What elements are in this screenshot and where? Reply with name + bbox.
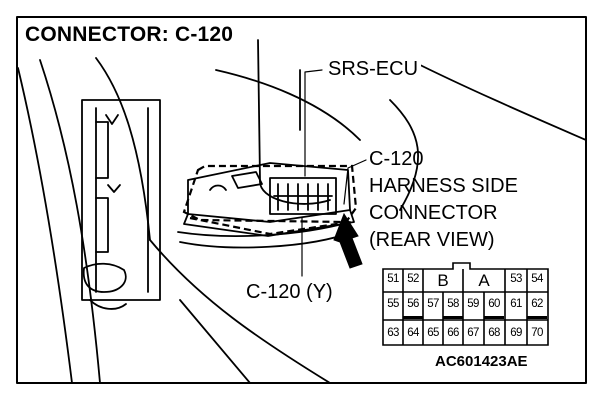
pin-number: 69 [510,327,522,339]
pin-number: 58 [447,298,459,310]
connector-pointer-arrow [333,212,363,269]
section-a-label: A [478,271,490,290]
panel-curve [39,59,101,384]
connector-lock-mark [443,316,463,319]
srs-ecu-detail [209,184,227,191]
pin-number: 64 [407,327,419,339]
bracket-slot [95,121,109,179]
pin-number: 54 [531,273,543,285]
srs-ecu-leader [304,69,323,177]
pin-number: 59 [467,298,479,310]
connector-color-label: C-120 (Y) [244,281,335,304]
pin-number: 66 [447,327,459,339]
pillar-bracket [81,99,161,301]
pillar-bracket [95,107,149,293]
harness-label-line2: HARNESS SIDE [369,175,518,197]
figure-frame [16,16,587,384]
pin-number: 53 [510,273,522,285]
panel-curve [95,57,151,241]
pin-number: 60 [488,298,500,310]
srs-ecu-body [183,209,355,237]
figure-code: AC601423AE [435,353,528,370]
harness-label-line3: CONNECTOR [369,202,498,224]
harness-label-line1: C-120 [369,148,424,170]
trim-panel [389,99,420,211]
pin-number: 63 [387,327,399,339]
bracket-arrow [107,184,121,193]
pin-number: 62 [531,298,543,310]
pin-number: 56 [407,298,419,310]
srs-ecu-label: SRS-ECU [325,58,422,81]
connector-pins [277,183,329,211]
section-b-label: B [437,271,449,290]
connector-lock-mark [403,316,423,319]
figure-title: CONNECTOR: C-120 [22,23,237,47]
bracket-clip [89,299,127,310]
harness-leader [343,159,367,205]
pin-number: 65 [427,327,439,339]
pin-number: 70 [531,327,543,339]
ecu-callout-dashed [182,164,358,224]
bracket-arrow [105,114,119,125]
ecu-callout-dashed [189,216,351,236]
pin-number: 55 [387,298,399,310]
panel-curve [17,67,73,384]
trim-panel [257,39,331,205]
pin-number: 52 [407,273,419,285]
lower-panel [179,299,251,384]
trim-panel [215,69,361,141]
harness-cable [177,221,351,237]
pin-number: 68 [488,327,500,339]
lower-panel [149,239,331,384]
connector-grid-col-lines [402,269,528,292]
srs-ecu-detail [231,171,263,189]
connector-lock-mark [527,316,547,319]
bracket-clip [82,262,127,293]
pin-number: 61 [510,298,522,310]
bracket-slot [95,197,109,253]
connector-lock-mark [484,316,504,319]
connector-grid-row-lines [383,291,548,321]
trim-panel [409,59,587,141]
connector-face-outline [382,262,549,346]
pin-number: 57 [427,298,439,310]
pin-number: 51 [387,273,399,285]
harness-label-line4: (REAR VIEW) [369,229,495,251]
c120-connector-block [269,177,337,215]
pin-number: 67 [467,327,479,339]
